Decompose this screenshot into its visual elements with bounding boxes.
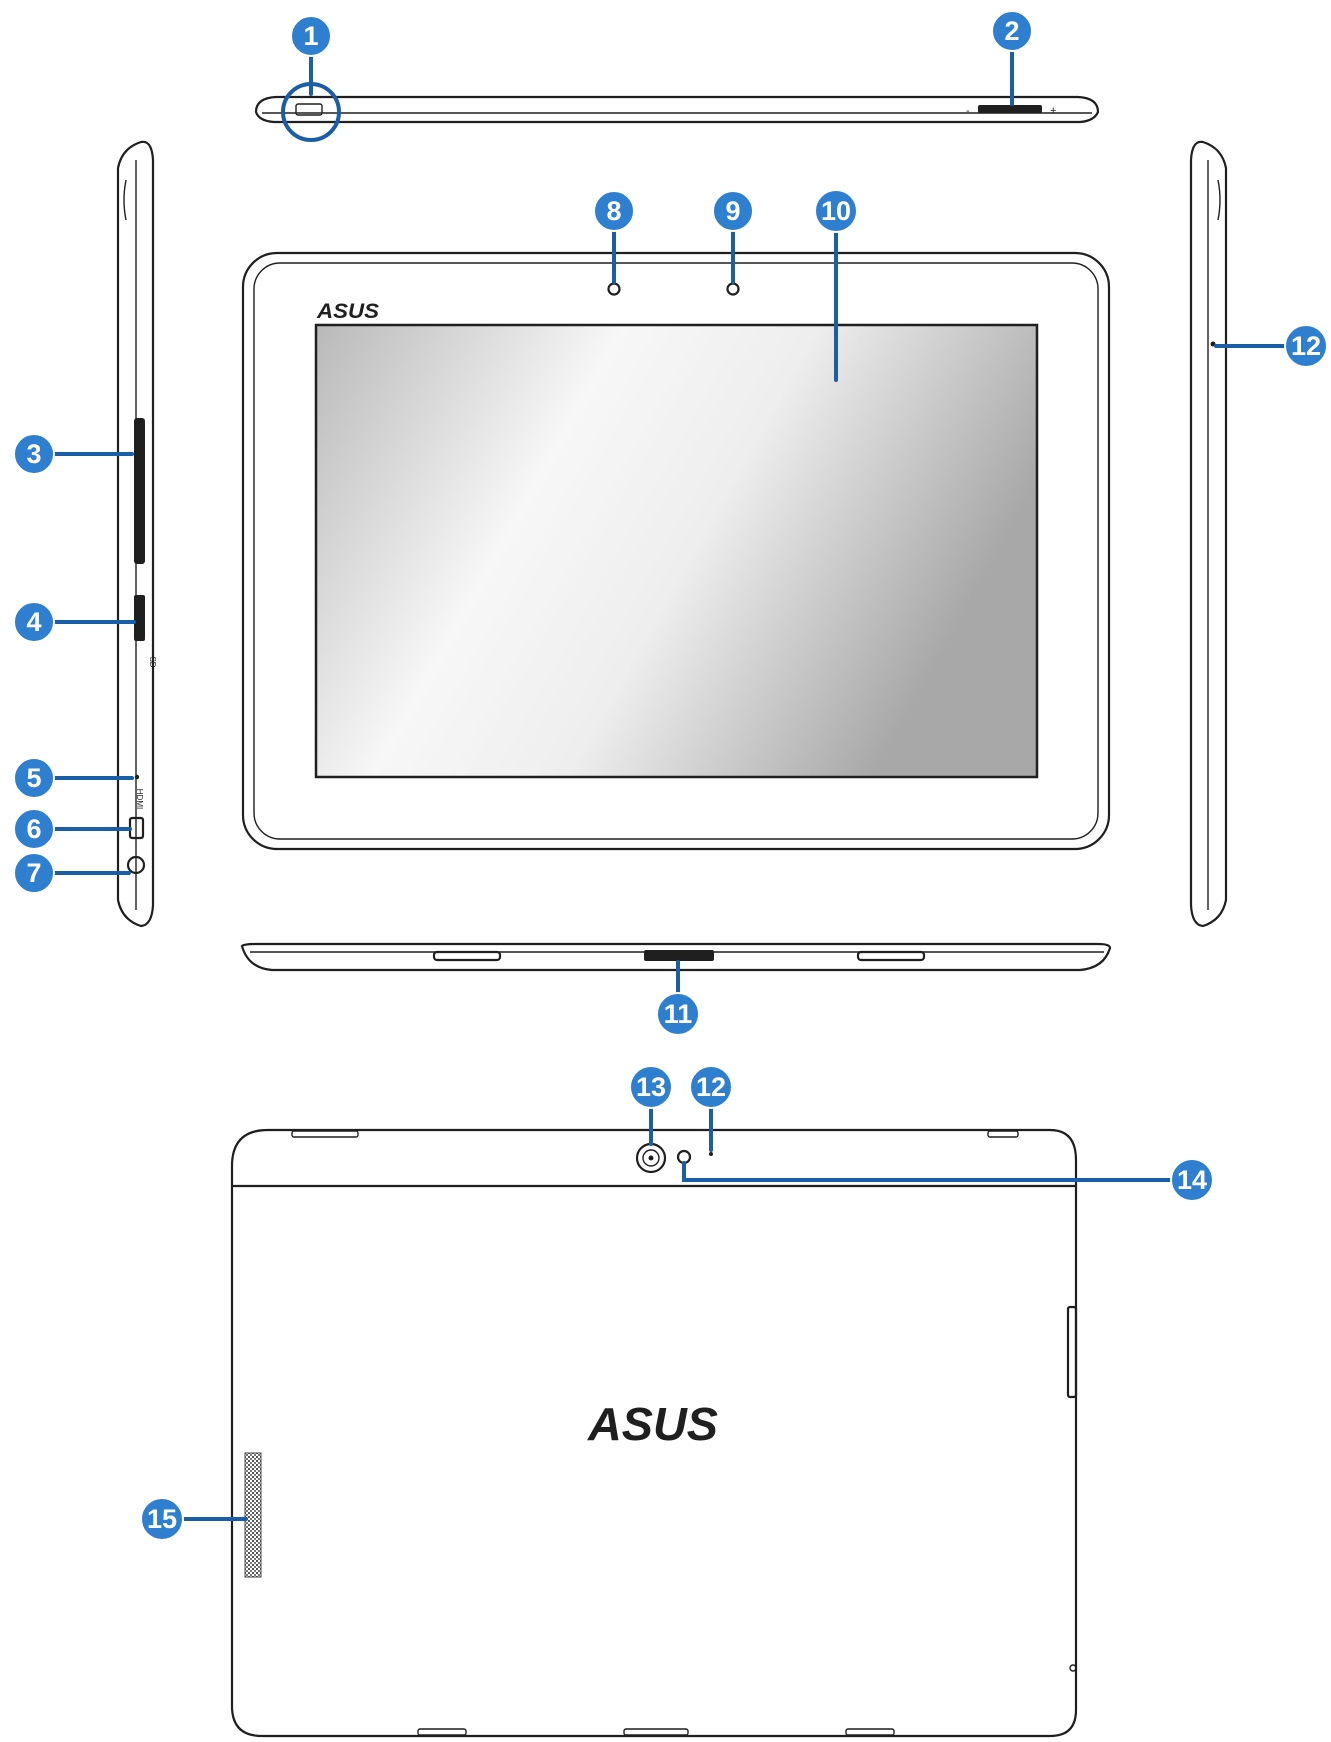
callout-9: 9 <box>712 190 754 232</box>
tablet-left-edge: SD HDMI <box>116 140 157 928</box>
callout-leaders <box>49 44 1292 1521</box>
callout-label-13: 13 <box>636 1072 666 1102</box>
callout-5: 5 <box>13 757 55 799</box>
hdmi-port-label: HDMI <box>135 789 144 809</box>
bottom-speaker-left <box>432 950 502 962</box>
power-button <box>295 103 323 116</box>
callout-label-2: 2 <box>1004 16 1019 46</box>
callout-label-7: 7 <box>26 858 41 888</box>
callout-label-4: 4 <box>26 607 41 637</box>
dock-slot <box>134 418 145 564</box>
front-light-sensor <box>726 282 740 296</box>
tablet-front: ASUS <box>241 251 1111 851</box>
leader-14 <box>682 1161 1180 1182</box>
tablet-back: ASUS <box>230 1128 1078 1738</box>
callout-4: 4 <box>13 601 55 643</box>
callout-label-6: 6 <box>26 814 41 844</box>
callout-label-15: 15 <box>147 1504 177 1534</box>
callout-label-9: 9 <box>725 196 740 226</box>
callout-3: 3 <box>13 433 55 475</box>
callout-12-side: 12 <box>1284 324 1328 368</box>
callout-13: 13 <box>629 1065 673 1109</box>
callout-14: 14 <box>1170 1158 1214 1202</box>
volume-plus-mark: + <box>1050 105 1056 117</box>
rear-camera <box>635 1142 667 1174</box>
front-camera <box>607 282 621 296</box>
callout-1: 1 <box>290 15 332 57</box>
callout-label-1: 1 <box>303 21 318 51</box>
callout-label-12-back: 12 <box>696 1072 726 1102</box>
rear-light-sensor <box>709 1152 713 1156</box>
touch-screen <box>314 323 1039 779</box>
dock-connector <box>644 950 714 961</box>
callout-label-14: 14 <box>1177 1165 1207 1195</box>
back-logo: ASUS <box>587 1398 718 1450</box>
callout-label-12-side: 12 <box>1291 331 1321 361</box>
callout-label-3: 3 <box>26 439 41 469</box>
bottom-speaker-right <box>856 950 926 962</box>
microphone-hole <box>134 774 140 780</box>
tablet-top-edge: - + <box>254 95 1100 124</box>
callout-8: 8 <box>593 190 635 232</box>
back-reset-hole <box>1069 1664 1077 1672</box>
leader-1-ring <box>281 82 341 142</box>
callout-15: 15 <box>140 1497 184 1541</box>
callout-10: 10 <box>814 189 858 233</box>
microsd-slot <box>134 595 145 641</box>
callout-6: 6 <box>13 808 55 850</box>
tablet-right-edge <box>1189 140 1228 928</box>
volume-rocker <box>978 105 1042 113</box>
callout-7: 7 <box>13 852 55 894</box>
callout-label-5: 5 <box>26 763 41 793</box>
callout-label-8: 8 <box>606 196 621 226</box>
rear-speaker-grille <box>244 1452 262 1578</box>
callout-11: 11 <box>656 992 700 1036</box>
volume-minus-mark: - <box>966 105 970 117</box>
sd-port-label: SD <box>148 656 157 667</box>
callout-label-10: 10 <box>821 196 851 226</box>
tablet-bottom-edge <box>240 942 1112 972</box>
callout-2: 2 <box>991 10 1033 52</box>
callout-12-back: 12 <box>689 1065 733 1109</box>
front-logo: ASUS <box>316 300 379 323</box>
back-side-slot <box>1066 1305 1078 1399</box>
headphone-jack <box>126 855 146 875</box>
callout-label-11: 11 <box>664 999 693 1029</box>
